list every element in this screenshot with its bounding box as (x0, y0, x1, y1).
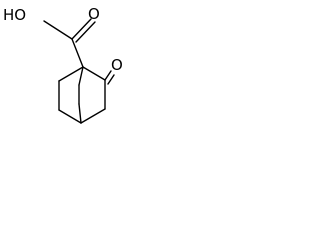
bond-c1-ccooh (71, 38, 84, 68)
hydroxyl-label: HO (3, 6, 26, 24)
bond-ccooh-oh (43, 20, 73, 40)
ketone-oxygen-label: O (111, 56, 123, 74)
bond-c1-c7 (58, 66, 84, 82)
bond-c2-o-double-b (107, 74, 115, 85)
bond-ccooh-o-double-b (75, 21, 96, 43)
chemical-structure: HO O O (3, 5, 123, 124)
bond-ccooh-o-double-a (71, 18, 92, 40)
bond-c1-c8 (78, 66, 84, 86)
bond-c9-c4 (78, 103, 82, 124)
carboxyl-oxygen-label: O (88, 5, 100, 23)
bond-c1-c2 (82, 66, 106, 81)
bond-c3-c4 (80, 108, 106, 124)
bond-c6-c4 (58, 109, 82, 124)
bond-c2-o-double-a (104, 70, 112, 81)
